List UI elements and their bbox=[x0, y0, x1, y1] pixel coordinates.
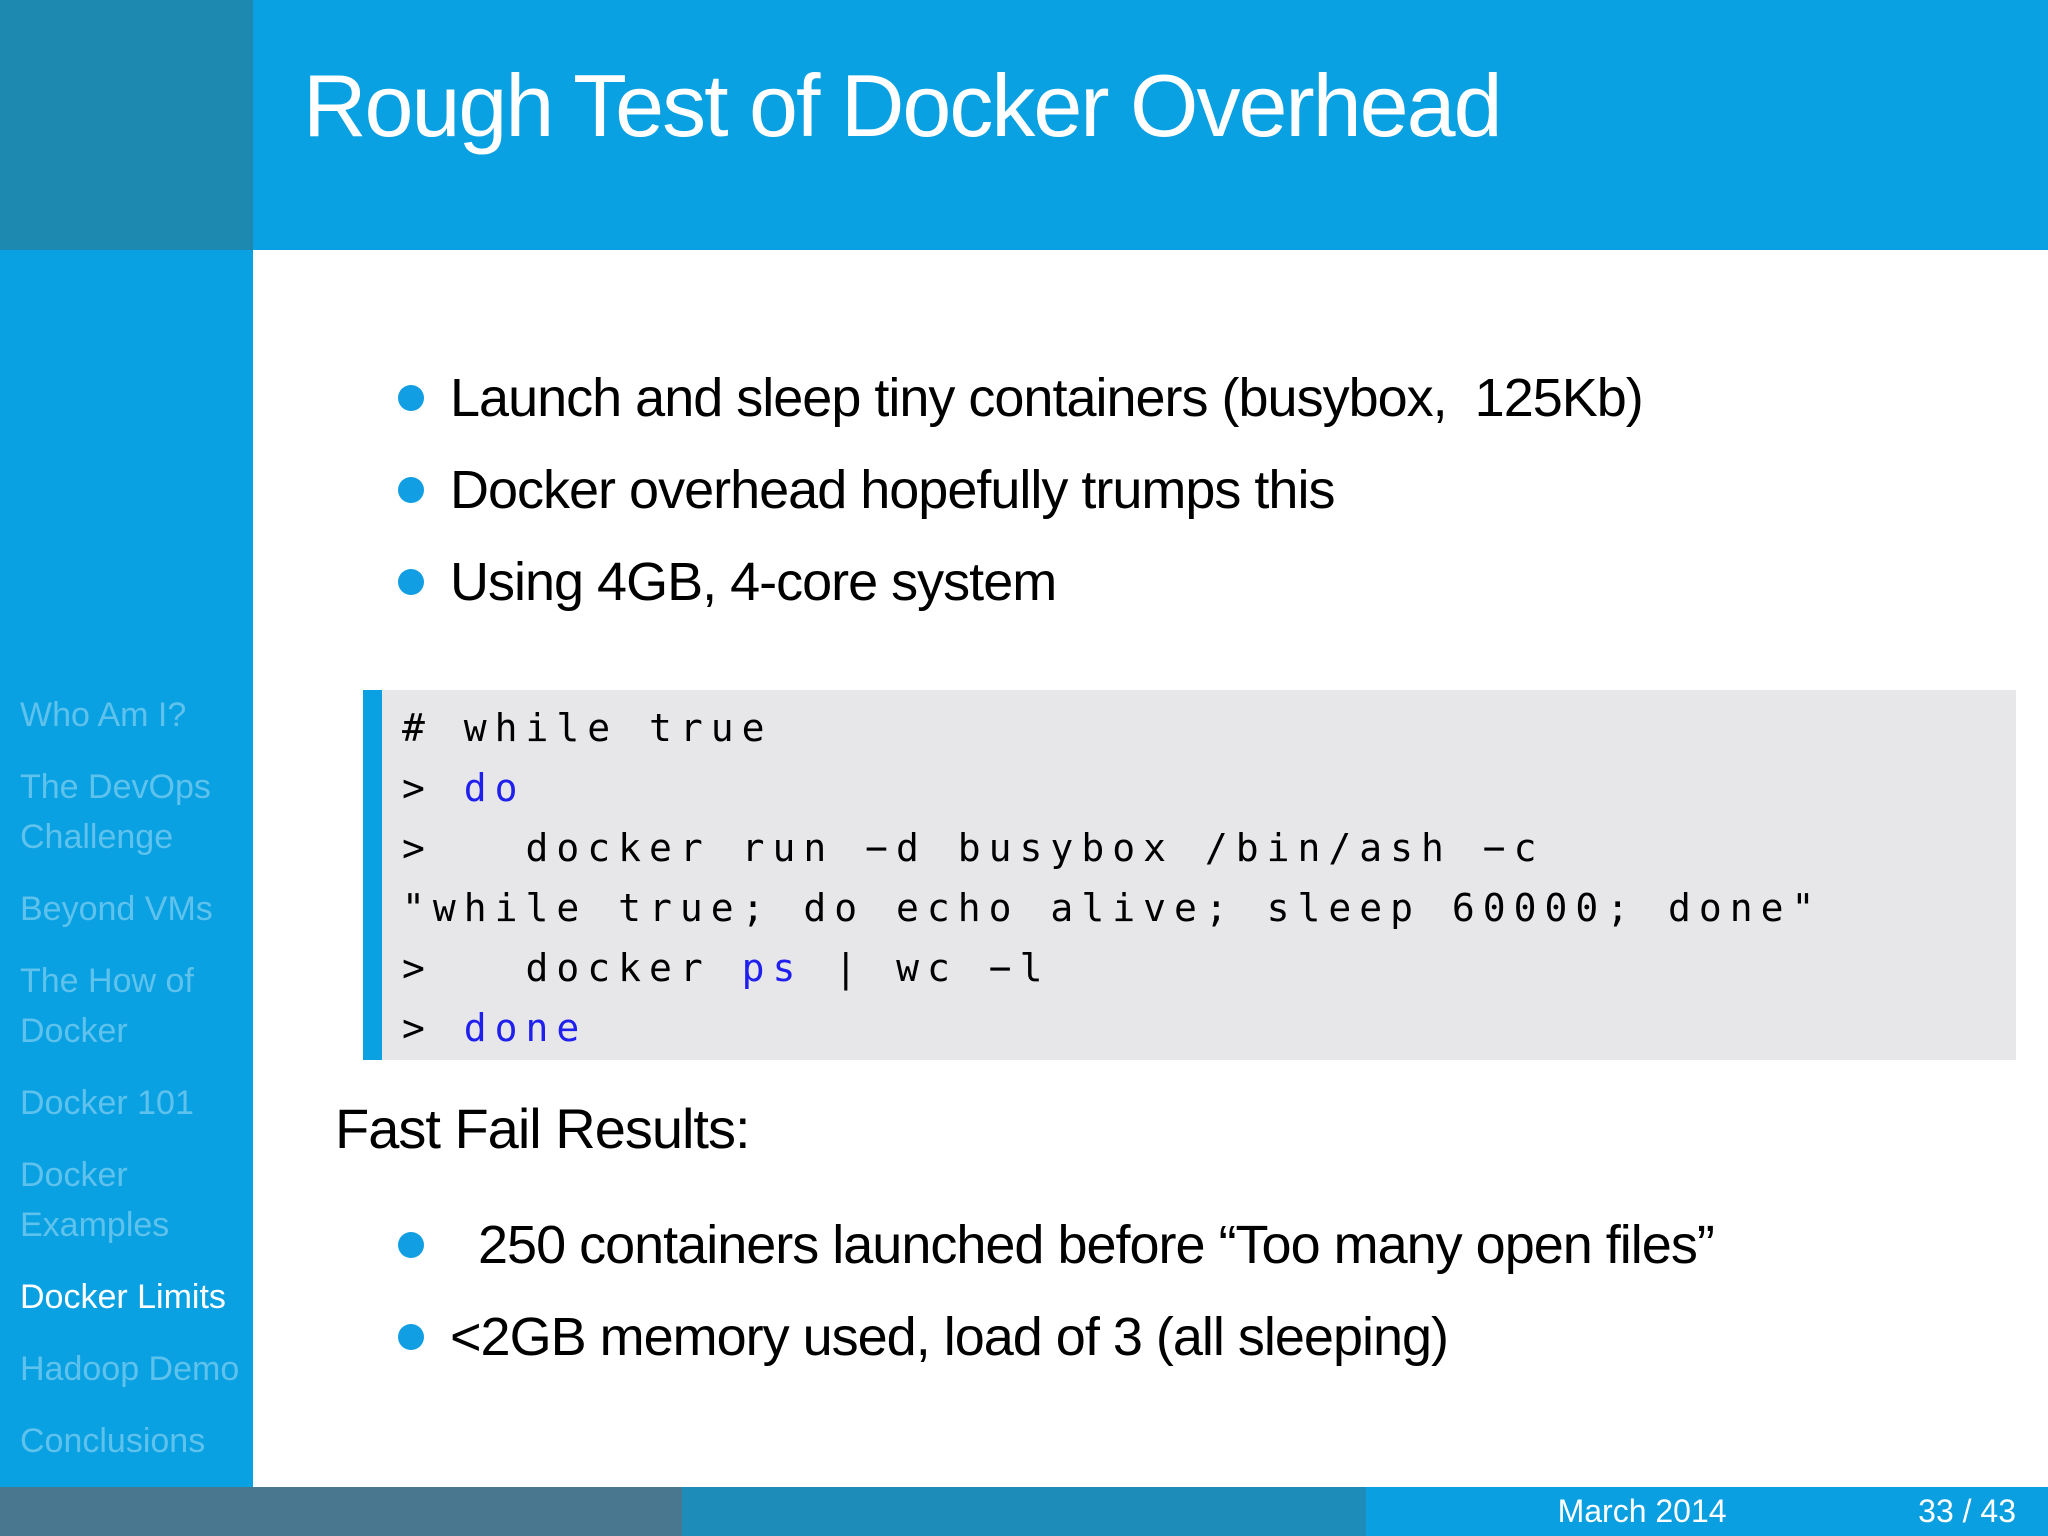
footer-page-number: 33 / 43 bbox=[1918, 1493, 2016, 1529]
results-heading: Fast Fail Results: bbox=[335, 1097, 751, 1160]
sidebar-item-the-how-of-docker[interactable]: The How of Docker bbox=[20, 962, 194, 1050]
bullet-icon bbox=[398, 569, 424, 595]
code-block: # while true > do > docker run −d busybox … bbox=[363, 690, 2016, 1060]
code-text: > docker bbox=[402, 946, 742, 990]
sidebar-item-docker-examples[interactable]: Docker Examples bbox=[20, 1156, 170, 1244]
code-text: > docker run −d busybox /bin/ash −c bbox=[402, 826, 1545, 870]
bullet-item: Docker overhead hopefully trumps this bbox=[0, 444, 2048, 536]
code-line: > docker ps | wc −l bbox=[402, 938, 2016, 998]
results-bullet-list: 250 containers launched before “Too many… bbox=[0, 1199, 2048, 1383]
code-keyword: done bbox=[463, 1006, 588, 1050]
sidebar-item-hadoop-demo[interactable]: Hadoop Demo bbox=[20, 1350, 240, 1388]
code-keyword: do bbox=[463, 766, 526, 810]
code-line: > docker run −d busybox /bin/ash −c bbox=[402, 818, 2016, 878]
logo-corner bbox=[0, 0, 253, 250]
top-bullet-list: Launch and sleep tiny containers (busybo… bbox=[0, 352, 2048, 628]
code-line: # while true bbox=[402, 698, 2016, 758]
bullet-text: 250 containers launched before “Too many… bbox=[450, 1215, 1715, 1275]
bullet-text: Launch and sleep tiny containers (busybo… bbox=[450, 368, 1644, 428]
code-line: > done bbox=[402, 998, 2016, 1058]
bullet-icon bbox=[398, 477, 424, 503]
slide-title: Rough Test of Docker Overhead bbox=[303, 56, 1503, 155]
title-bar: Rough Test of Docker Overhead bbox=[0, 0, 2048, 250]
code-text: # while true bbox=[402, 706, 773, 750]
footer-date: March 2014 bbox=[1557, 1493, 1727, 1529]
bullet-text: <2GB memory used, load of 3 (all sleepin… bbox=[450, 1307, 1449, 1367]
footer-left-segment bbox=[0, 1487, 682, 1536]
bullet-text: Docker overhead hopefully trumps this bbox=[450, 460, 1335, 520]
sidebar-item-the-devops-challenge[interactable]: The DevOps Challenge bbox=[20, 768, 211, 856]
footer-right-segment: March 2014 33 / 43 bbox=[1366, 1487, 2048, 1536]
footer-bar: March 2014 33 / 43 bbox=[0, 1487, 2048, 1536]
sidebar-item-docker-101[interactable]: Docker 101 bbox=[20, 1084, 194, 1122]
code-text: "while true; do echo alive; sleep 60000;… bbox=[402, 886, 1823, 930]
bullet-item: Using 4GB, 4-core system bbox=[0, 536, 2048, 628]
bullet-item: Launch and sleep tiny containers (busybo… bbox=[0, 352, 2048, 444]
code-text: > bbox=[402, 1006, 464, 1050]
bullet-item: 250 containers launched before “Too many… bbox=[0, 1199, 2048, 1291]
code-line: > do bbox=[402, 758, 2016, 818]
bullet-item: <2GB memory used, load of 3 (all sleepin… bbox=[0, 1291, 2048, 1383]
sidebar-item-conclusions[interactable]: Conclusions bbox=[20, 1422, 206, 1460]
sidebar-item-who-am-i[interactable]: Who Am I? bbox=[20, 696, 187, 734]
code-text: | wc −l bbox=[803, 946, 1051, 990]
footer-middle-segment bbox=[682, 1487, 1366, 1536]
bullet-text: Using 4GB, 4-core system bbox=[450, 552, 1057, 612]
sidebar-item-docker-limits[interactable]: Docker Limits bbox=[20, 1278, 226, 1316]
bullet-icon bbox=[398, 1232, 424, 1258]
sidebar-item-beyond-vms[interactable]: Beyond VMs bbox=[20, 890, 213, 928]
bullet-icon bbox=[398, 385, 424, 411]
code-line: "while true; do echo alive; sleep 60000;… bbox=[402, 878, 2016, 938]
code-text: > bbox=[402, 766, 464, 810]
code-keyword: ps bbox=[741, 946, 804, 990]
bullet-icon bbox=[398, 1324, 424, 1350]
